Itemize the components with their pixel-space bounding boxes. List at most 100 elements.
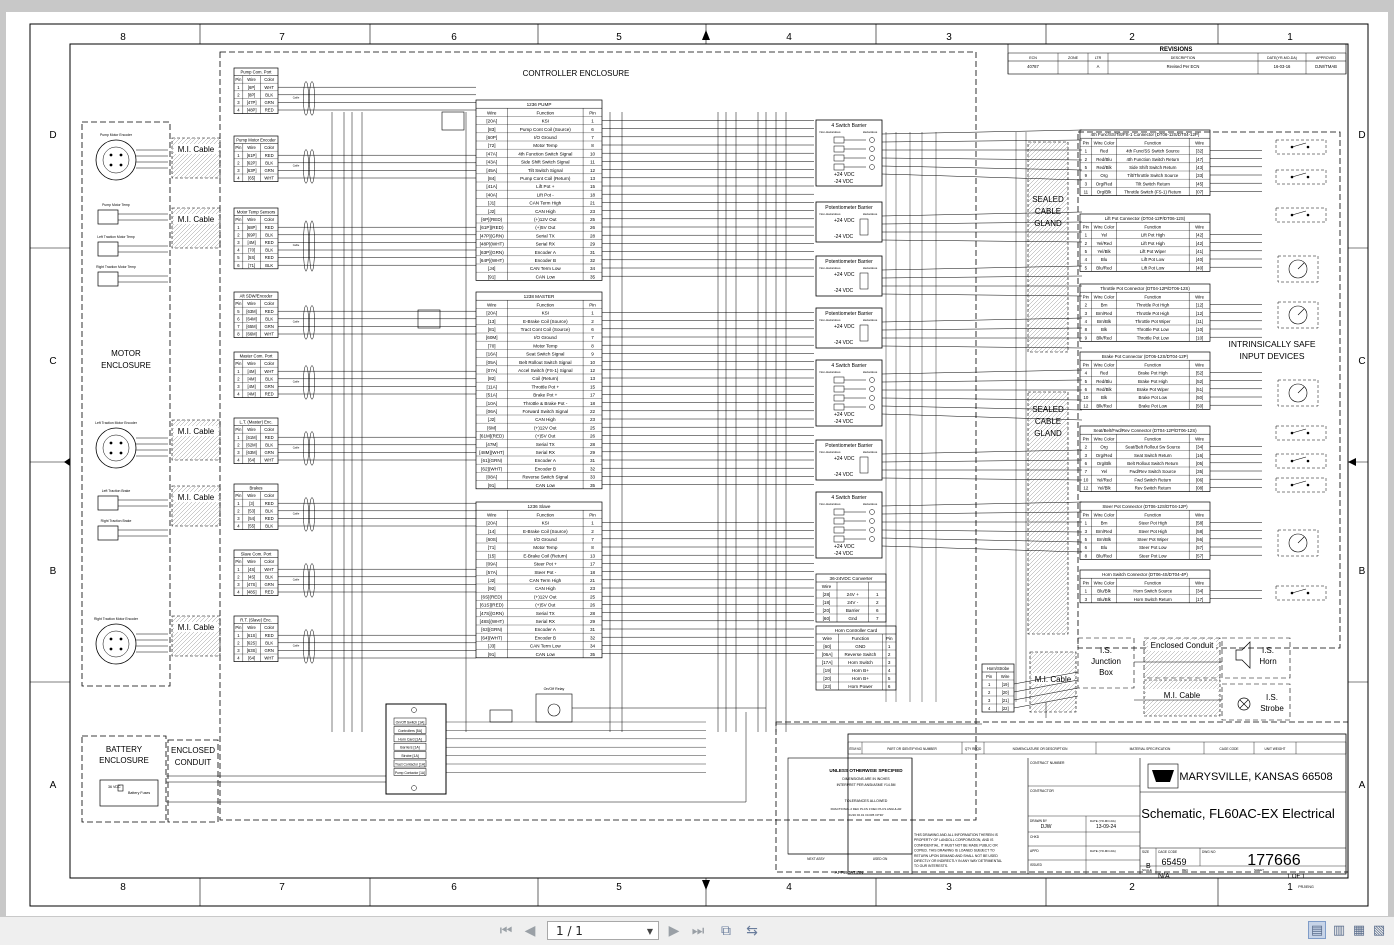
right-connector-cell: Yel — [1101, 233, 1107, 238]
potentiometer-icon — [1297, 386, 1305, 394]
right-connector-cell: Steer Pot Wiper — [1137, 537, 1169, 542]
horn-controller-card-header: Function — [852, 636, 870, 641]
mi-cable-label: M.I. Cable — [178, 623, 215, 632]
right-connector-cell: 10 — [1083, 395, 1088, 400]
controller-2-cell: CAN Low — [536, 652, 556, 657]
fit-page-icon[interactable]: ⧉ — [721, 923, 731, 939]
pin-icon — [109, 441, 113, 445]
right-connector-cell: Org/Red — [1096, 181, 1113, 186]
left-connector-title: Slave Com. Port — [241, 552, 272, 557]
controller-2-cell: 2 — [591, 529, 594, 534]
controller-0-title: 1236 PUMP — [527, 102, 552, 107]
controller-0-cell: 23 — [590, 209, 596, 214]
previous-page-icon[interactable]: ◀ — [524, 923, 536, 939]
potentiometer-icon — [1288, 383, 1308, 403]
controller-0-cell: [60P] — [486, 135, 497, 140]
controller-enclosure-label: CONTROLLER ENCLOSURE — [523, 69, 630, 78]
battery-block — [99, 779, 159, 807]
encoder-connector-icon — [95, 139, 137, 181]
right-connector-header: Wire Color — [1094, 512, 1115, 517]
fuse-panel-label: On/Off Switch [1A] — [396, 721, 425, 725]
dc-converter-cell: Gnd — [848, 616, 857, 621]
right-connector-cell: Yel/Red — [1096, 477, 1112, 482]
single-page-view-icon[interactable]: ▤ — [1308, 921, 1326, 939]
right-connector-cell: Steer Pot Low — [1139, 553, 1167, 558]
controller-0-cell: 13 — [590, 176, 596, 181]
left-connector-cell: 1 — [237, 225, 240, 230]
continuous-view-icon[interactable]: ▥ — [1332, 922, 1346, 938]
controller-1-cell: Coil (Return) — [532, 376, 559, 381]
first-page-icon[interactable]: ⏮ — [499, 923, 513, 939]
right-connector-cell: Blu — [1101, 545, 1108, 550]
barrier-title: 4 Switch Barrier — [831, 495, 867, 501]
right-connector-header: Pin — [1083, 436, 1090, 441]
wire — [881, 501, 1083, 507]
right-connector-cell: [57] — [1196, 553, 1203, 558]
fuse-panel — [385, 703, 447, 795]
facing-continuous-view-icon[interactable]: ▧ — [1372, 922, 1386, 938]
mount-hole-icon — [411, 785, 417, 791]
controller-2-cell: Encoder B — [535, 635, 556, 640]
left-connector-cell: BLK — [265, 263, 273, 268]
controller-2-cell: 31 — [590, 627, 596, 632]
controller-1-cell: Belt Rollout Switch Signal — [519, 360, 571, 365]
potentiometer-icon — [1297, 262, 1305, 270]
rev-label: REV — [1182, 868, 1188, 872]
right-connector-cell: Throttle Pot High — [1136, 303, 1170, 308]
left-connector-header: Wire — [247, 361, 256, 366]
left-connector-cell: [62S] — [247, 640, 257, 645]
page-select[interactable]: 1 / 1▼ — [547, 921, 659, 940]
right-connector-cell: 3 — [1085, 181, 1088, 186]
next-page-icon[interactable]: ▶ — [668, 923, 680, 939]
cable-label: Cable — [293, 644, 300, 647]
left-connector-cell: 5 — [237, 255, 240, 260]
left-connector-title: Master Com. Port — [240, 354, 274, 359]
pot-device — [1277, 255, 1319, 283]
horn-controller-card-cell: 6 — [888, 684, 891, 689]
revisions-cell: A — [1097, 64, 1100, 69]
right-connector-cell: Belt Rollout Switch Return — [1127, 461, 1179, 466]
controller-2-cell: 21 — [590, 578, 596, 583]
left-connector-cell: BLK — [265, 316, 273, 321]
last-page-icon[interactable]: ⏭ — [691, 923, 705, 939]
pin-icon — [119, 163, 123, 167]
right-connector-cell: 2 — [1085, 445, 1088, 450]
sensor-icon — [97, 525, 119, 541]
controller-0-cell: Encoder A — [535, 250, 557, 255]
drawn-by-name: DJW — [1041, 824, 1052, 830]
wire — [1013, 687, 1079, 701]
right-connector-cell: Lift Pot High — [1141, 233, 1165, 238]
controller-1-cell: [70] — [488, 343, 496, 348]
battery-fuses-label: Battery Fuses — [128, 791, 150, 795]
pot-device — [1277, 379, 1319, 407]
right-connector-header: Pin — [1083, 512, 1090, 517]
controller-0-cell: Pump Cont Coil (Return) — [520, 176, 571, 181]
revisions-cell: 16-03-16 — [1274, 64, 1291, 69]
controller-1-header: Wire — [487, 302, 497, 307]
proprietary-notice: TO OUR INTERESTS. — [914, 864, 948, 868]
controller-2-cell: [60S] — [486, 537, 497, 542]
facing-view-icon[interactable]: ▦ — [1352, 922, 1366, 938]
right-connector-cell: Blu/Red — [1096, 553, 1112, 558]
controller-0-cell: 18 — [590, 192, 596, 197]
left-connector-cell: 4 — [237, 458, 240, 463]
right-connector-cell: [56] — [1196, 537, 1203, 542]
pot-icon — [859, 324, 869, 342]
switch-device — [1275, 585, 1327, 601]
controller-1-cell: 8 — [591, 343, 594, 348]
left-connector-cell: [47P] — [247, 100, 257, 105]
controller-2-title: 1236 Slave — [528, 504, 551, 509]
controller-1-cell: 29 — [590, 450, 596, 455]
horn-controller-card-cell: [23] — [823, 684, 831, 689]
fit-width-icon[interactable]: ⇆ — [746, 923, 758, 939]
right-connector-header: Pin — [1083, 294, 1090, 299]
switch-device — [1275, 453, 1327, 469]
right-connector-cell: Tilt/Throttle Switch Source — [1127, 173, 1179, 178]
controller-1-cell: [60M] — [486, 335, 498, 340]
controller-0-cell: CAN Low — [536, 274, 556, 279]
horn-controller-card-cell: 5 — [888, 676, 891, 681]
battery-enclosure-label: ENCLOSURE — [99, 756, 149, 765]
right-connector-cell: Org — [1100, 445, 1108, 450]
